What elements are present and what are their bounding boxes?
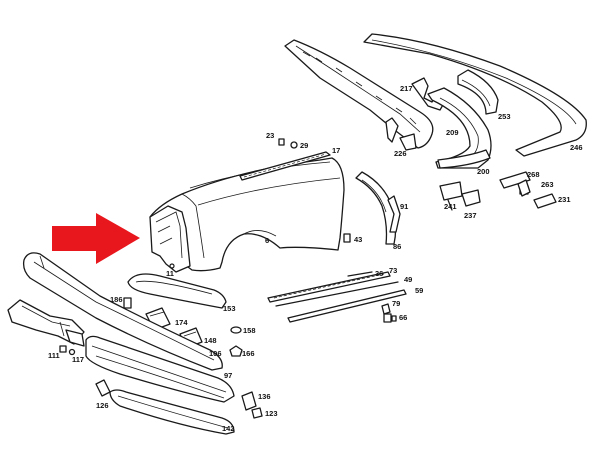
rear-bumper-part-246[interactable] — [363, 33, 587, 157]
clip-part-123[interactable] — [251, 407, 263, 419]
callout-123: 123 — [265, 409, 278, 418]
callout-117: 117 — [72, 355, 84, 364]
callout-91: 91 — [400, 202, 408, 211]
callout-263: 263 — [541, 180, 554, 189]
callout-43: 43 — [354, 235, 362, 244]
callout-148: 148 — [204, 336, 217, 345]
valance-part-142[interactable] — [109, 389, 235, 435]
lower-bumper-part-97[interactable] — [85, 335, 235, 403]
front-bumper-part-106[interactable] — [22, 252, 223, 371]
rear-trim-part-200[interactable] — [437, 149, 491, 169]
callout-79: 79 — [392, 299, 400, 308]
molding-part-59[interactable] — [287, 289, 407, 323]
bracket-part-237[interactable] — [461, 189, 481, 207]
pad-part-158[interactable] — [230, 326, 242, 334]
callout-6: 6 — [265, 236, 269, 245]
callout-209: 209 — [446, 128, 459, 137]
callout-246: 246 — [570, 143, 583, 152]
molding-part-49[interactable] — [275, 281, 399, 307]
bumper-frame-part-117[interactable] — [7, 299, 85, 347]
callout-186: 186 — [110, 295, 123, 304]
bumper-section-part-153[interactable] — [127, 273, 227, 309]
callout-111: 111 — [48, 351, 60, 360]
callout-29: 29 — [300, 141, 308, 150]
bracket-part-263[interactable] — [517, 179, 531, 197]
callout-200: 200 — [477, 167, 490, 176]
callout-217: 217 — [400, 84, 413, 93]
callout-268: 268 — [527, 170, 540, 179]
arch-trim-part-91[interactable] — [355, 171, 397, 245]
callout-174: 174 — [175, 318, 188, 327]
rear-rail-part-226[interactable] — [284, 39, 434, 151]
callout-86: 86 — [393, 242, 401, 251]
arch-trim-part-86[interactable] — [387, 195, 401, 233]
nut-part-166[interactable] — [229, 345, 243, 357]
callout-73: 73 — [389, 266, 397, 275]
clip-part-79[interactable] — [381, 303, 391, 315]
callout-226: 226 — [394, 149, 407, 158]
strip-part-36[interactable] — [347, 271, 373, 277]
callout-11: 11 — [166, 269, 174, 278]
callout-136: 136 — [258, 392, 271, 401]
callout-237: 237 — [464, 211, 477, 220]
callout-97: 97 — [224, 371, 232, 380]
bracket-part-126[interactable] — [95, 379, 111, 397]
callout-158: 158 — [243, 326, 256, 335]
callout-166: 166 — [242, 349, 255, 358]
callout-66: 66 — [399, 313, 407, 322]
callout-106: 106 — [209, 349, 222, 358]
callout-126: 126 — [96, 401, 109, 410]
highlight-arrow — [52, 213, 140, 264]
bolt-part-117[interactable] — [68, 348, 76, 356]
callout-142: 142 — [222, 424, 235, 433]
clip-part-43[interactable] — [343, 233, 351, 243]
callout-49: 49 — [404, 275, 412, 284]
callout-36: 36 — [375, 269, 383, 278]
callout-23: 23 — [266, 131, 274, 140]
bolt-part-111[interactable] — [59, 345, 67, 353]
callout-17: 17 — [332, 146, 340, 155]
splash-panel-part-11[interactable] — [149, 205, 191, 273]
bracket-part-136[interactable] — [241, 391, 257, 411]
callout-253: 253 — [498, 112, 511, 121]
bracket-part-231[interactable] — [533, 193, 557, 209]
callout-153: 153 — [223, 304, 236, 313]
nut-part-29[interactable] — [290, 141, 298, 149]
clip-part-23[interactable] — [278, 138, 285, 146]
clip-part-66[interactable] — [383, 313, 397, 323]
callout-241: 241 — [444, 202, 457, 211]
callout-231: 231 — [558, 195, 571, 204]
clip-part-186[interactable] — [123, 297, 132, 309]
bumper-end-part-253[interactable] — [457, 69, 499, 115]
callout-59: 59 — [415, 286, 423, 295]
